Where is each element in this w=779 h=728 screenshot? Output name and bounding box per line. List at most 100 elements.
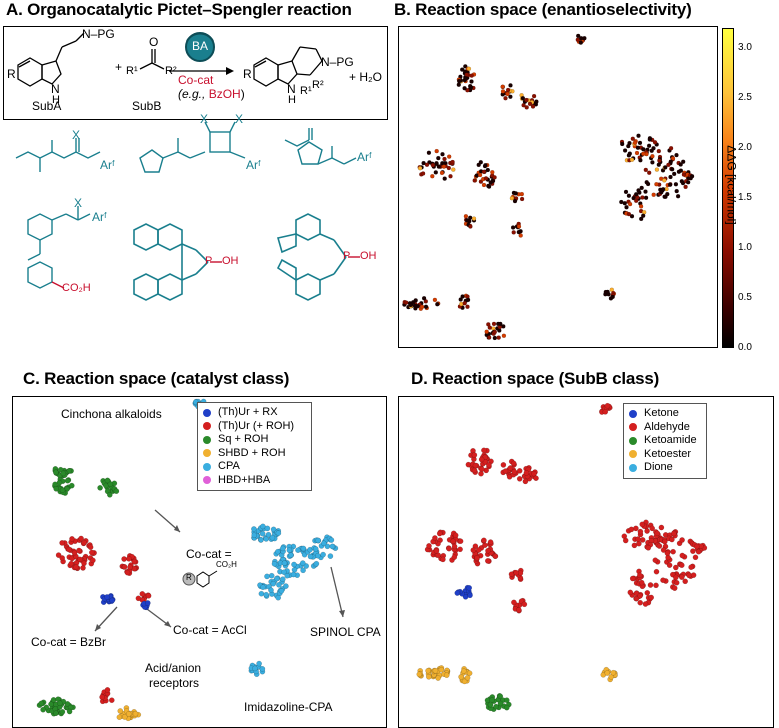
scatter-d-point [679,552,686,559]
scatter-c-point [279,545,286,552]
legend-c-item: SHBD + ROH [203,447,306,461]
scatter-d-point [443,672,450,679]
scatter-c-point [135,595,142,602]
scatter-b-point [513,191,519,196]
scatter-b-point [483,162,488,168]
scatter-b-point [646,143,652,149]
scatter-b-point [636,133,641,138]
scatter-d-point [461,678,468,685]
scatter-d-point [489,697,495,703]
annot-imidazoline-cpa: Imidazoline-CPA [244,700,333,714]
scatter-c-point [121,564,128,570]
legend-d-label: Aldehyde [644,420,690,433]
scatter-c-point [320,551,326,558]
scatter-c-point [81,539,87,546]
scatter-d-point [426,543,432,549]
scatter-d-point [432,667,439,674]
scatter-b-point [681,172,687,177]
scatter-b-point [657,158,662,163]
scatter-b-point [424,162,430,168]
scatter-d-point [516,476,523,482]
scatter-d-point [602,409,609,415]
scatter-b-point [469,73,474,78]
scatter-b-point [650,160,655,165]
scatter-b-point [463,214,469,219]
annot-cocat-eq: Co-cat = [186,547,232,561]
panel-d-title: D. Reaction space (SubB class) [411,369,660,388]
scatter-c-point [144,600,151,606]
scatter-d-point [416,671,423,678]
scatter-b-point [641,146,646,152]
plus-sign: + [115,60,123,74]
scatter-c-point [276,581,282,588]
scatter-b-point [490,178,496,184]
scatter-b-point [531,93,537,99]
scatter-b-point [638,216,644,222]
atom-n-suba: N [51,82,60,96]
scatter-d-point [522,478,529,485]
legend-d-item: Ketone [629,407,701,421]
panel-a-title: A. Organocatalytic Pictet–Spengler react… [6,0,352,19]
scatter-c-point [66,546,73,553]
scatter-c-point [97,485,103,491]
subb-label: SubB [132,99,162,113]
scatter-c-point [104,594,110,600]
scatter-d-point [464,674,471,681]
scatter-d-point [531,470,537,477]
scatter-d-point [502,468,509,474]
scatter-b-point [667,182,673,187]
scatter-d-point [481,447,487,454]
scatter-b-frame [398,26,718,348]
legend-c-item: CPA [203,460,306,474]
scatter-d-point [497,693,504,700]
scatter-d-point [471,452,478,458]
scatter-b-point [626,193,632,198]
scatter-b-point [643,189,648,194]
legend-d-swatch [629,450,637,459]
scatter-d-point [458,674,464,680]
scatter-c-point [81,560,87,567]
scatter-b-point [498,321,503,327]
scatter-d-point [486,462,492,468]
scatter-c-point [107,492,113,498]
scatter-c-point [121,714,128,720]
scatter-b-point [512,198,518,204]
scatter-d-point [523,470,530,476]
scatter-c-point [288,552,294,558]
scatter-c-point [77,556,83,563]
legend-d-label: Ketoester [644,447,692,460]
scatter-b-point [419,304,425,310]
scatter-b-point [670,156,676,161]
scatter-c-point [59,540,65,546]
colorbar-tick-label: 2.0 [738,142,752,153]
scatter-b-point [630,136,636,142]
scatter-b-point [668,145,674,151]
scatter-b-point [481,182,487,188]
water-product: + H₂O [349,70,382,84]
scatter-b-point [668,159,673,164]
scatter-b-point [441,164,447,169]
scatter-c-point [286,547,293,553]
scatter-c-point [87,544,94,550]
cocat-example: (e.g., BzOH) [178,87,245,101]
scatter-c-point [116,714,123,721]
scatter-b-point [478,159,484,165]
scatter-c-point [275,594,282,601]
scatter-d-point [644,528,650,534]
scatter-c-point [260,523,266,530]
cat-label-p1: P [205,255,213,267]
scatter-d-point [472,462,479,469]
scatter-c-point [263,536,269,542]
cat-label-p2: P [343,250,351,262]
scatter-d-point [511,599,517,606]
scatter-b-point [633,192,639,197]
colorbar-tick-label: 0.0 [738,342,752,353]
scatter-d-point [642,601,649,607]
legend-c-label: (Th)Ur (+ ROH) [218,419,295,432]
scatter-b-point [433,170,438,175]
scatter-d-point [660,577,666,583]
scatter-c-point [315,552,321,559]
scatter-c-point [131,558,138,565]
panel-c-title: C. Reaction space (catalyst class) [23,369,290,388]
